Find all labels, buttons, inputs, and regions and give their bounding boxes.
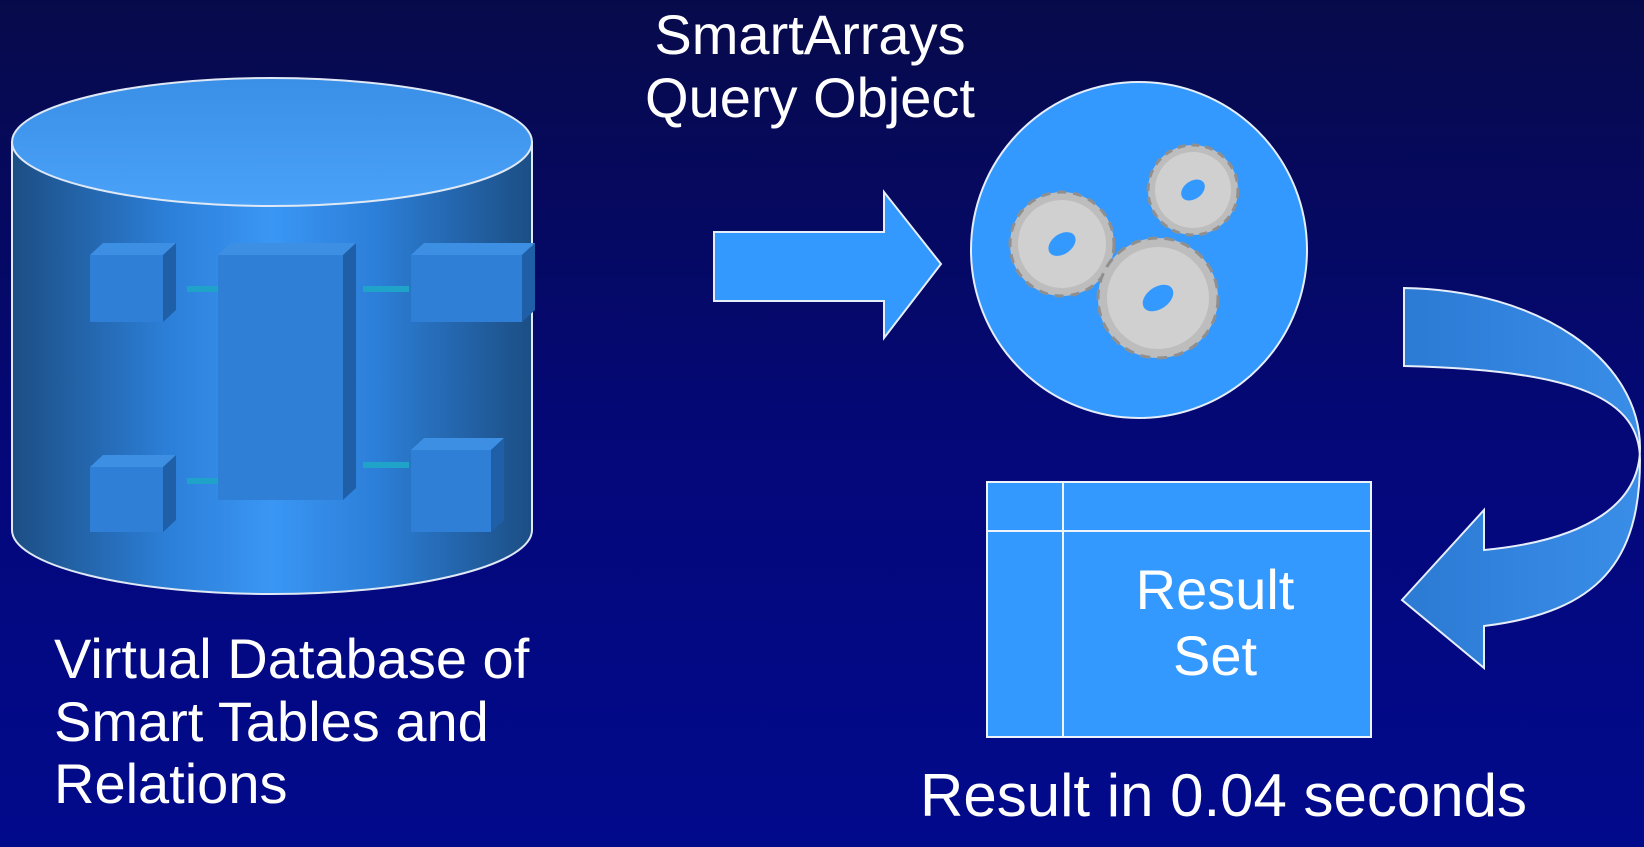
timing-label: Result in 0.04 seconds — [920, 762, 1528, 829]
query-object-label: SmartArrays Query Object — [590, 3, 1030, 129]
result-set-label-line2: Set — [1172, 624, 1258, 688]
gears-icon — [1008, 143, 1240, 360]
table-block — [411, 243, 535, 322]
arrow-right-icon — [713, 189, 943, 341]
relation-link — [187, 286, 218, 292]
relation-link — [187, 478, 218, 484]
query-object-label-line1: SmartArrays — [654, 3, 966, 66]
query-object-icon — [970, 81, 1308, 419]
database-label-line3: Relations — [54, 752, 288, 816]
query-object-label-line2: Query Object — [645, 65, 975, 129]
table-block — [411, 438, 504, 532]
table-block — [218, 243, 356, 500]
database-label-line2: Smart Tables and — [54, 689, 489, 753]
result-set-label-line1: Result — [1135, 558, 1295, 621]
result-set-table-icon — [986, 481, 1372, 738]
database-label-line1: Virtual Database of — [54, 627, 530, 690]
relation-link — [363, 286, 409, 292]
table-block — [90, 455, 176, 532]
table-block — [90, 243, 176, 322]
curved-arrow-icon — [1400, 286, 1642, 671]
result-set-label: Result Set — [1070, 557, 1360, 689]
database-cylinder-icon — [11, 77, 535, 595]
database-label: Virtual Database of Smart Tables and Rel… — [54, 627, 530, 816]
relation-link — [363, 462, 409, 468]
